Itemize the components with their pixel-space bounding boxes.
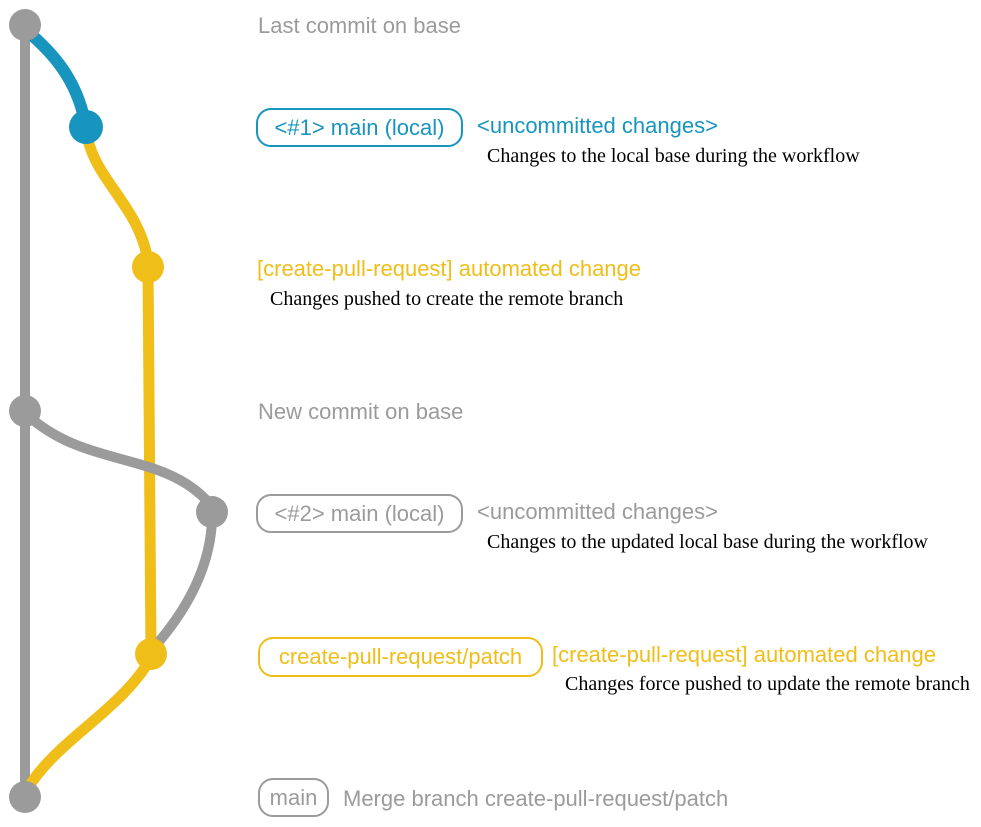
branch-badge-create-pull-request-patch: create-pull-request/patch	[258, 637, 543, 677]
branch-badge-main: main	[258, 778, 329, 817]
commit-node-automated-change-1	[132, 251, 164, 283]
commit-node-merge	[9, 781, 41, 813]
commit-node-new-base	[9, 395, 41, 427]
branch-badge-main-local-2: <#2> main (local)	[256, 494, 463, 533]
description-uncommitted-changes-1: Changes to the local base during the wor…	[487, 145, 860, 167]
local-to-force-push-line	[152, 515, 217, 649]
new-base-to-local-line	[27, 414, 215, 509]
description-automated-change-2: Changes force pushed to update the remot…	[565, 673, 970, 695]
patch-branch-line-vertical	[142, 260, 157, 658]
local-main-branch-line	[20, 24, 91, 128]
commit-node-automated-change-2	[135, 638, 167, 670]
label-merge-commit-message: Merge branch create-pull-request/patch	[343, 786, 729, 811]
patch-branch-line-upper	[82, 134, 154, 268]
description-uncommitted-changes-2: Changes to the updated local base during…	[487, 531, 928, 553]
commit-node-uncommitted-2	[196, 496, 228, 528]
label-last-commit-on-base: Last commit on base	[258, 13, 461, 38]
heading-automated-change-1: [create-pull-request] automated change	[257, 256, 642, 281]
heading-uncommitted-changes-1: <uncommitted changes>	[477, 113, 718, 138]
branch-badge-main-local-1: <#1> main (local)	[256, 108, 463, 147]
patch-merge-line	[22, 660, 152, 794]
commit-node-uncommitted-1	[69, 110, 103, 144]
heading-uncommitted-changes-2: <uncommitted changes>	[477, 499, 718, 524]
commit-graph	[9, 9, 228, 813]
label-new-commit-on-base: New commit on base	[258, 399, 464, 424]
description-automated-change-1: Changes pushed to create the remote bran…	[270, 288, 624, 310]
heading-automated-change-2: [create-pull-request] automated change	[552, 642, 937, 667]
commit-node-last-base	[9, 9, 41, 41]
